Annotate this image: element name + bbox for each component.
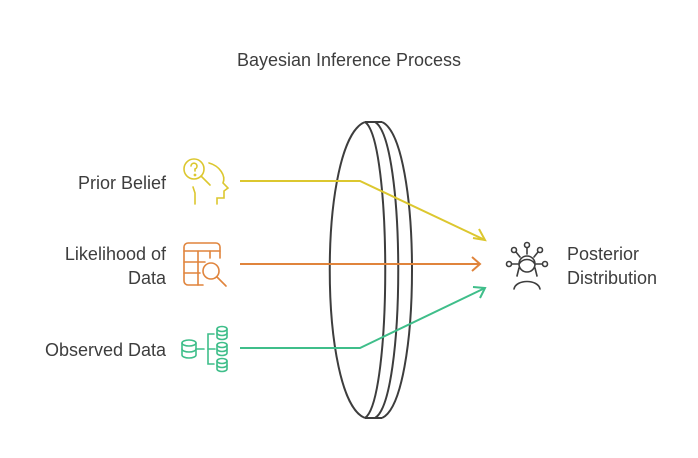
prior-belief-label: Prior Belief — [77, 173, 166, 193]
arrow-observed-data — [240, 286, 487, 349]
diagram-title: Bayesian Inference Process — [236, 50, 462, 70]
arrow-likelihood — [240, 256, 482, 272]
observed-data-label: Observed Data — [44, 340, 166, 360]
likelihood-label-line2: Data — [127, 268, 166, 288]
likelihood-label-line1: Likelihood of — [64, 244, 166, 264]
person-network-icon — [505, 241, 549, 290]
head-question-icon — [183, 158, 230, 205]
arrow-prior-belief — [240, 180, 487, 242]
database-tree-icon — [181, 325, 228, 373]
table-search-icon — [183, 242, 227, 287]
posterior-label-line1: Posterior — [567, 244, 640, 264]
posterior-label-line2: Distribution — [567, 268, 658, 288]
lens — [328, 121, 413, 419]
